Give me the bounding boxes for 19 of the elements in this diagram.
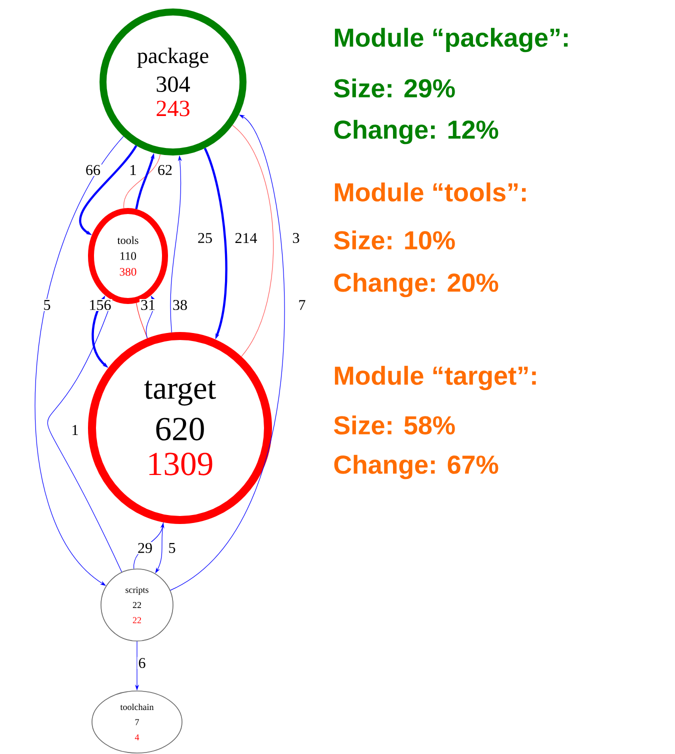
edge-label: 156 xyxy=(88,298,112,312)
edge-label: 66 xyxy=(84,164,102,176)
edge-label: 38 xyxy=(172,298,188,312)
module-stat-text: Size: 10% xyxy=(334,230,455,250)
module-stat-text: Size: 58% xyxy=(334,415,455,435)
module-stat-text: Module “target”: xyxy=(334,366,536,390)
module-stat-text: Module “tools”: xyxy=(334,182,526,202)
module-stat-text: Change: 67% xyxy=(334,454,498,480)
module-stat-text: Change: 20% xyxy=(334,272,498,298)
module-stat-text: Size: 29% xyxy=(334,78,455,98)
module-stat-text: Change: 12% xyxy=(334,120,498,144)
edge-label: 29 xyxy=(136,542,154,554)
arrow xyxy=(170,114,284,591)
edge-label: 25 xyxy=(196,232,214,244)
edge-label: 214 xyxy=(234,232,258,244)
module-stat-text: Module “package”: xyxy=(334,28,568,52)
edge-label: 31 xyxy=(140,298,156,312)
edge-label: 62 xyxy=(156,164,174,176)
arrow xyxy=(35,136,124,586)
